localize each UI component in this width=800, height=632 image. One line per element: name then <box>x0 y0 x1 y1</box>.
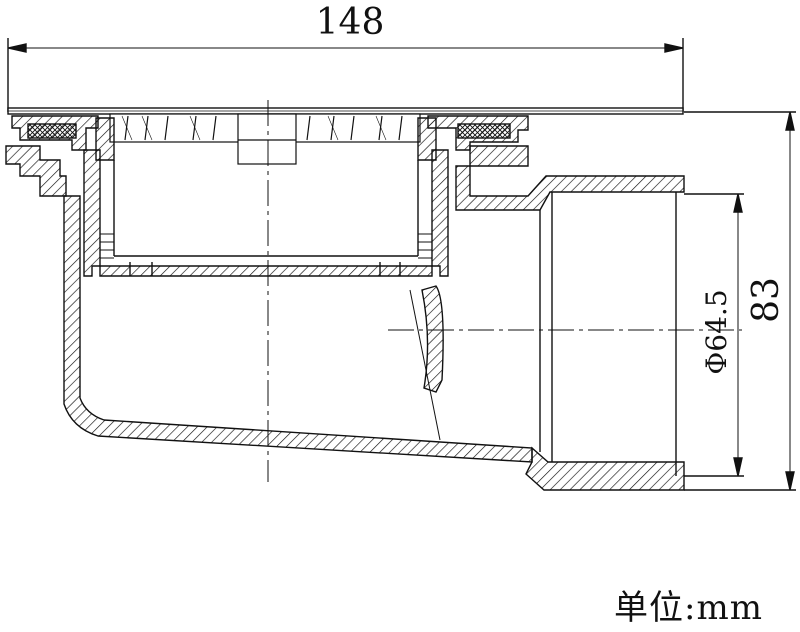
diameter-dimension <box>684 193 744 477</box>
unit-label: 单位:mm <box>614 588 763 628</box>
diameter-dimension-label: Φ64.5 <box>700 289 733 374</box>
width-dimension-label: 148 <box>316 2 385 43</box>
inner-cup <box>83 149 449 277</box>
outer-body <box>63 165 685 491</box>
grate-top-plate <box>7 107 684 115</box>
left-flange <box>5 115 115 197</box>
width-dimension <box>7 38 684 112</box>
centre-lines <box>267 100 742 482</box>
height-dimension <box>684 111 796 491</box>
height-dimension-label: 83 <box>746 277 787 323</box>
grate-slots <box>109 113 421 165</box>
